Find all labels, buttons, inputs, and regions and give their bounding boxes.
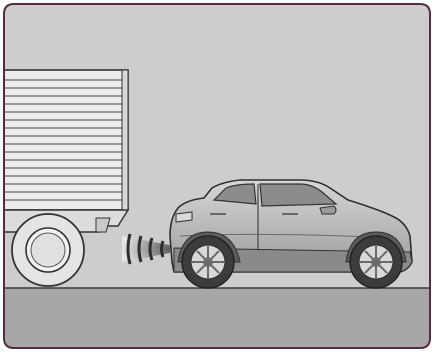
- suv-rear-wheel: [182, 236, 234, 288]
- ground-strip: [0, 288, 434, 352]
- suv-front-wheel: [350, 236, 402, 288]
- truck-wheel: [12, 214, 84, 286]
- truck-rear: [0, 70, 128, 232]
